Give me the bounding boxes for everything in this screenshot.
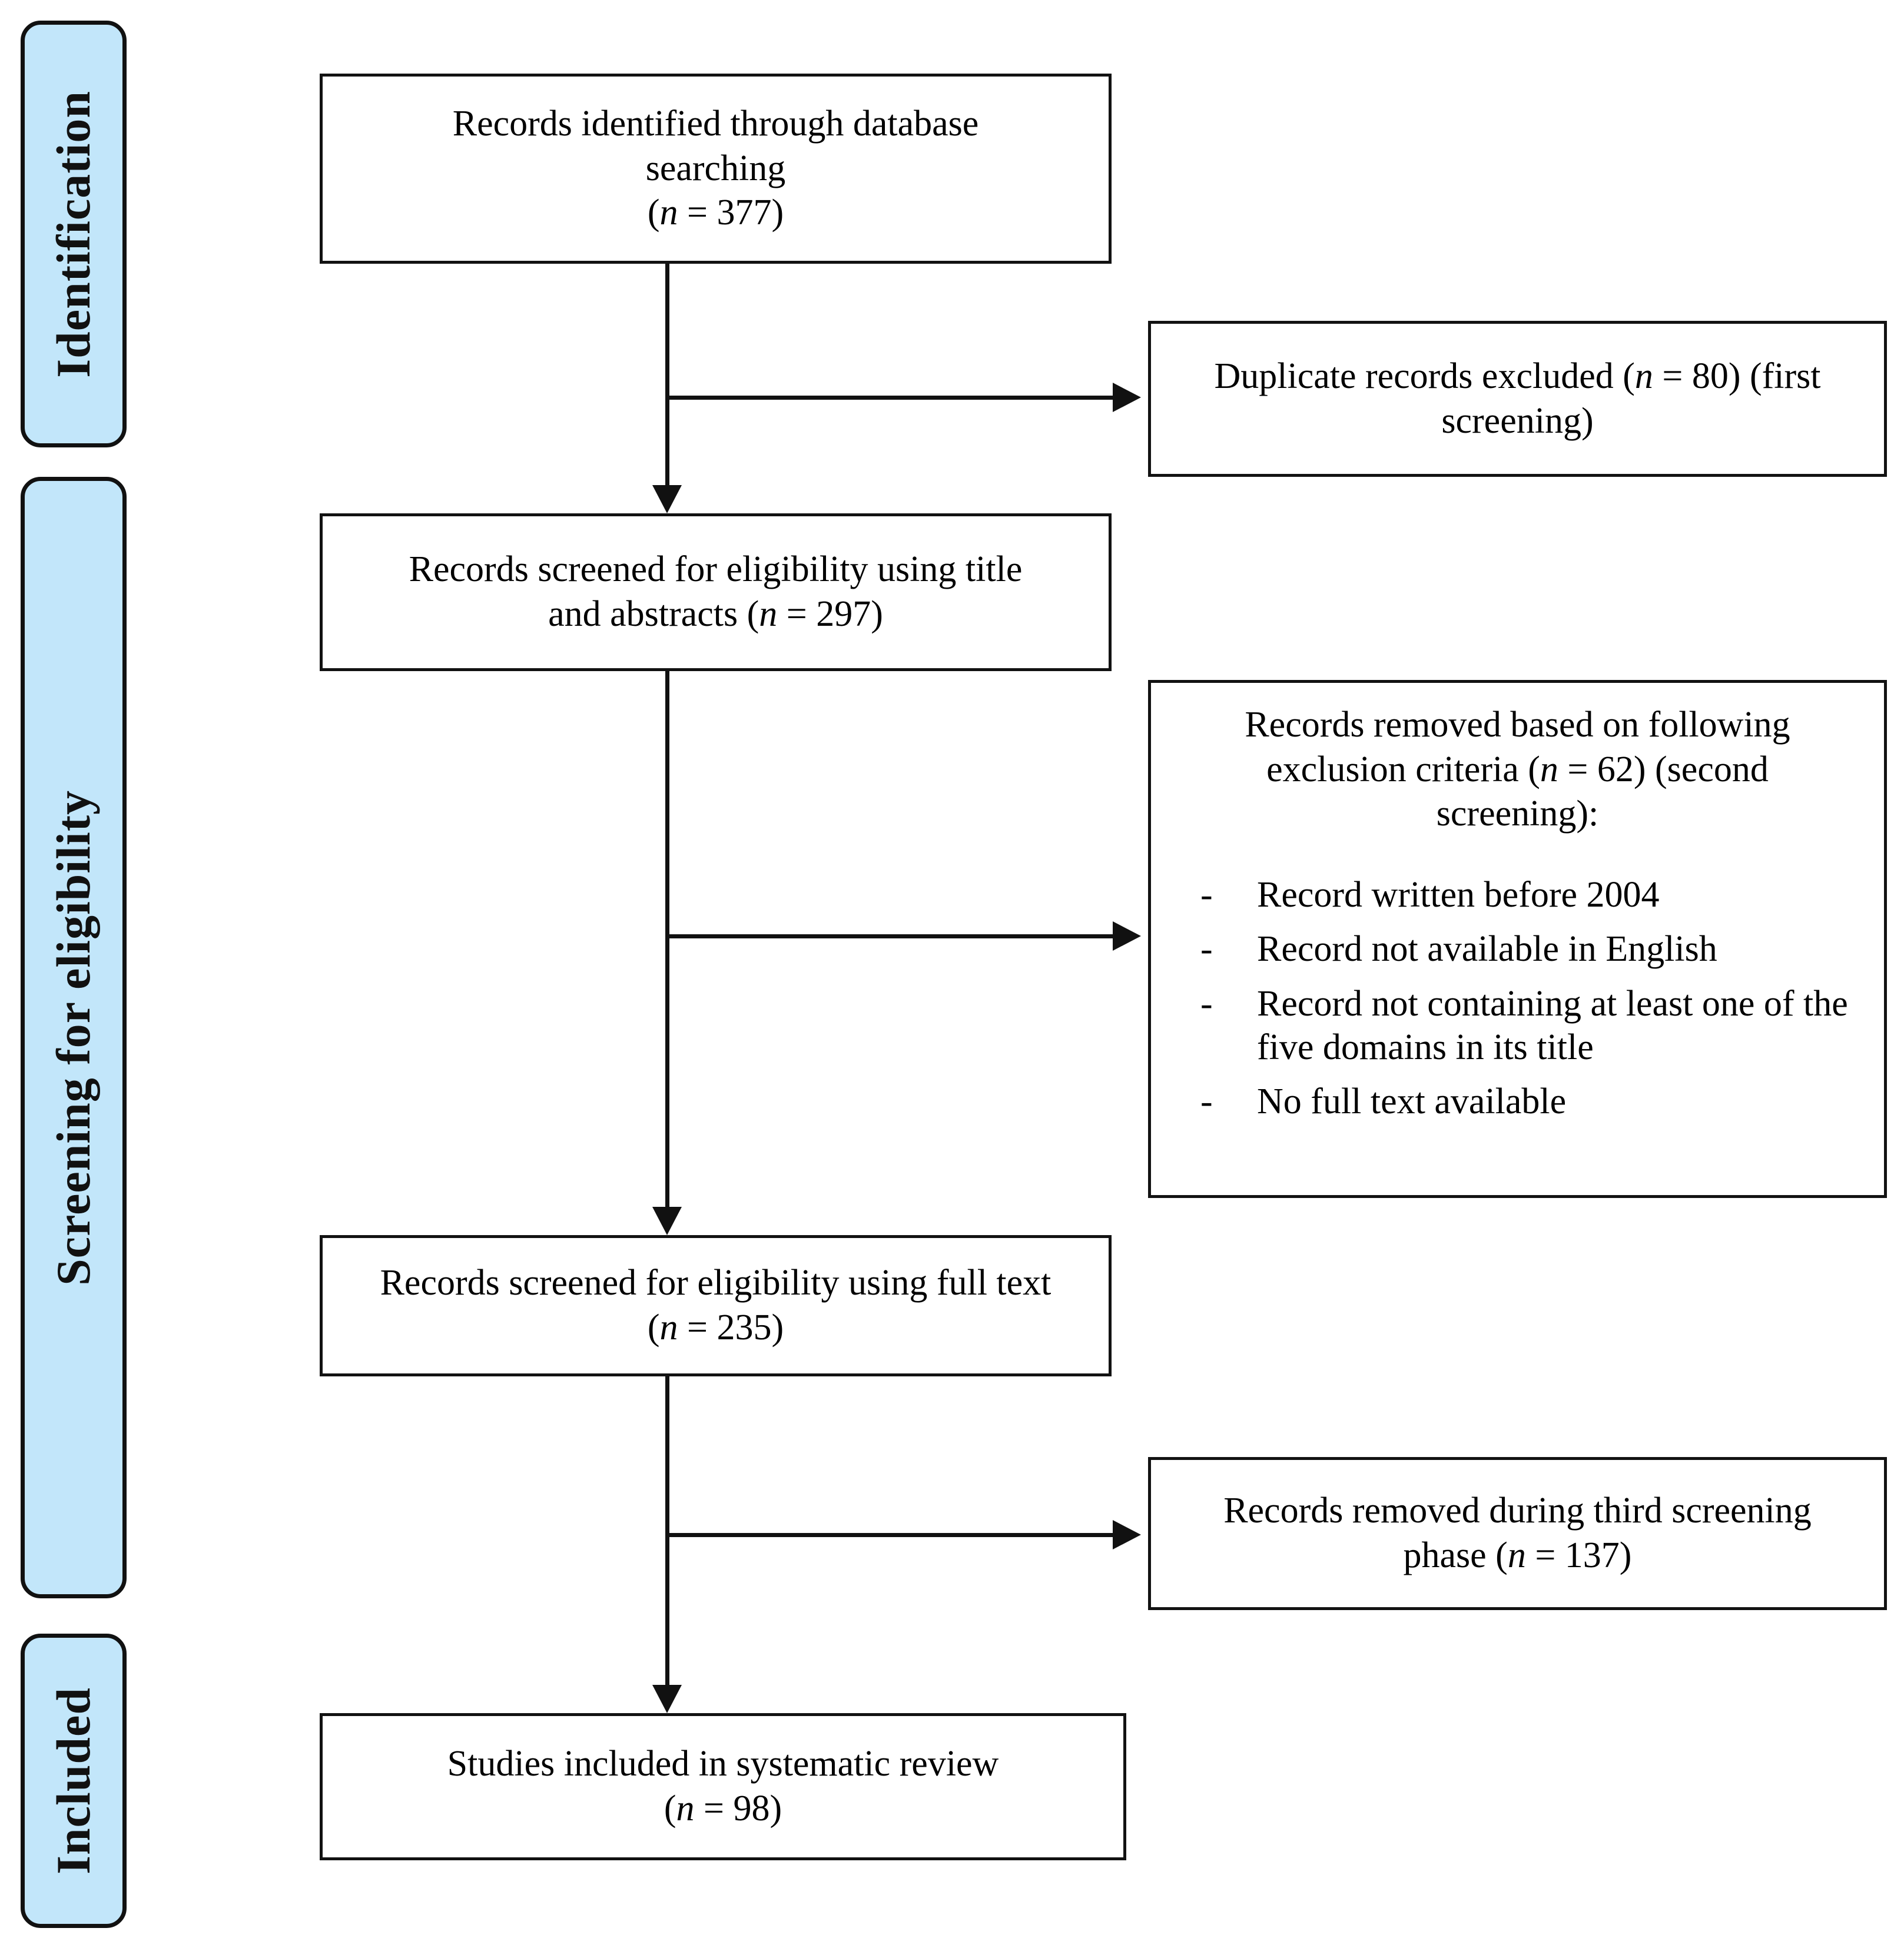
arrow-right-to-exclusion-criteria: [1113, 921, 1141, 951]
stage-identification: Identification: [21, 21, 127, 447]
stage-identification-label: Identification: [47, 90, 100, 378]
exclusion-criterion-text: Record not available in English: [1257, 929, 1717, 970]
box-records-screened-title-abstract: Records screened for eligibility using t…: [320, 513, 1112, 671]
screened-ft-line1: Records screened for eligibility using f…: [380, 1263, 1051, 1303]
exclusion-criteria-list: - Record written before 2004 - Record no…: [1166, 873, 1869, 1134]
third-screening-line2: phase (n = 137): [1403, 1535, 1632, 1575]
stage-included: Included: [21, 1634, 127, 1928]
connector-to-third-screening: [665, 1533, 1113, 1537]
screened-ta-line1: Records screened for eligibility using t…: [409, 549, 1023, 590]
box-studies-included: Studies included in systematic review (n…: [320, 1713, 1126, 1860]
records-identified-line1: Records identified through database: [452, 104, 979, 144]
connector-to-duplicates: [665, 396, 1113, 400]
third-screening-line1: Records removed during third screening: [1223, 1491, 1812, 1531]
exclusion-criterion-item: - Record not containing at least one of …: [1200, 982, 1863, 1070]
arrow-down-identified-to-screened: [652, 485, 682, 513]
arrow-down-fulltext-to-included: [652, 1685, 682, 1713]
stage-screening-for-eligibility-label: Screening for eligibility: [47, 789, 100, 1286]
connector-identified-to-screened: [665, 264, 669, 485]
bullet-dash-icon: -: [1200, 874, 1213, 915]
box-records-identified: Records identified through database sear…: [320, 74, 1112, 264]
box-duplicate-records-excluded: Duplicate records excluded (n = 80) (fir…: [1148, 321, 1887, 477]
exclusion-criterion-text: No full text available: [1257, 1081, 1567, 1122]
connector-fulltext-to-included: [665, 1376, 669, 1685]
duplicates-line2: screening): [1441, 400, 1594, 441]
exclusion-head-line1: Records removed based on following: [1245, 705, 1790, 745]
screened-ta-line2: and abstracts (n = 297): [548, 594, 883, 634]
duplicates-line1: Duplicate records excluded (n = 80) (fir…: [1214, 356, 1821, 396]
stage-screening-for-eligibility: Screening for eligibility: [21, 477, 127, 1598]
box-records-removed-third-screening-text: Records removed during third screening p…: [1223, 1489, 1812, 1578]
records-identified-line2: searching: [645, 148, 786, 188]
arrow-down-screened-to-fulltext: [652, 1207, 682, 1235]
connector-to-exclusion-criteria: [665, 934, 1113, 938]
box-studies-included-text: Studies included in systematic review (n…: [447, 1742, 999, 1831]
box-records-identified-text: Records identified through database sear…: [453, 102, 979, 235]
box-records-screened-title-abstract-text: Records screened for eligibility using t…: [409, 547, 1023, 636]
included-line1: Studies included in systematic review: [447, 1744, 999, 1784]
arrow-right-to-third-screening: [1113, 1520, 1141, 1549]
included-count: (n = 98): [664, 1788, 782, 1829]
box-records-screened-full-text: Records screened for eligibility using f…: [320, 1235, 1112, 1376]
bullet-dash-icon: -: [1200, 1081, 1213, 1122]
exclusion-criterion-item: - Record written before 2004: [1200, 873, 1863, 917]
exclusion-criterion-text: Record written before 2004: [1257, 874, 1660, 915]
exclusion-criterion-text: Record not containing at least one of th…: [1257, 983, 1848, 1068]
box-duplicate-records-excluded-text: Duplicate records excluded (n = 80) (fir…: [1214, 354, 1820, 443]
exclusion-head-line3: screening):: [1436, 794, 1599, 834]
box-records-removed-third-screening: Records removed during third screening p…: [1148, 1457, 1887, 1610]
bullet-dash-icon: -: [1200, 983, 1213, 1024]
screened-ft-count: (n = 235): [647, 1308, 784, 1348]
exclusion-criterion-item: - No full text available: [1200, 1080, 1863, 1123]
stage-included-label: Included: [47, 1687, 100, 1874]
exclusion-criteria-heading: Records removed based on following exclu…: [1166, 703, 1869, 837]
connector-screened-to-fulltext: [665, 671, 669, 1207]
bullet-dash-icon: -: [1200, 929, 1213, 970]
arrow-right-to-duplicates: [1113, 383, 1141, 412]
box-records-removed-exclusion-criteria: Records removed based on following exclu…: [1148, 680, 1887, 1198]
exclusion-criterion-item: - Record not available in English: [1200, 927, 1863, 971]
records-identified-count: (n = 377): [647, 193, 784, 233]
box-records-screened-full-text-text: Records screened for eligibility using f…: [380, 1261, 1051, 1350]
exclusion-head-line2: exclusion criteria (n = 62) (second: [1266, 749, 1769, 789]
